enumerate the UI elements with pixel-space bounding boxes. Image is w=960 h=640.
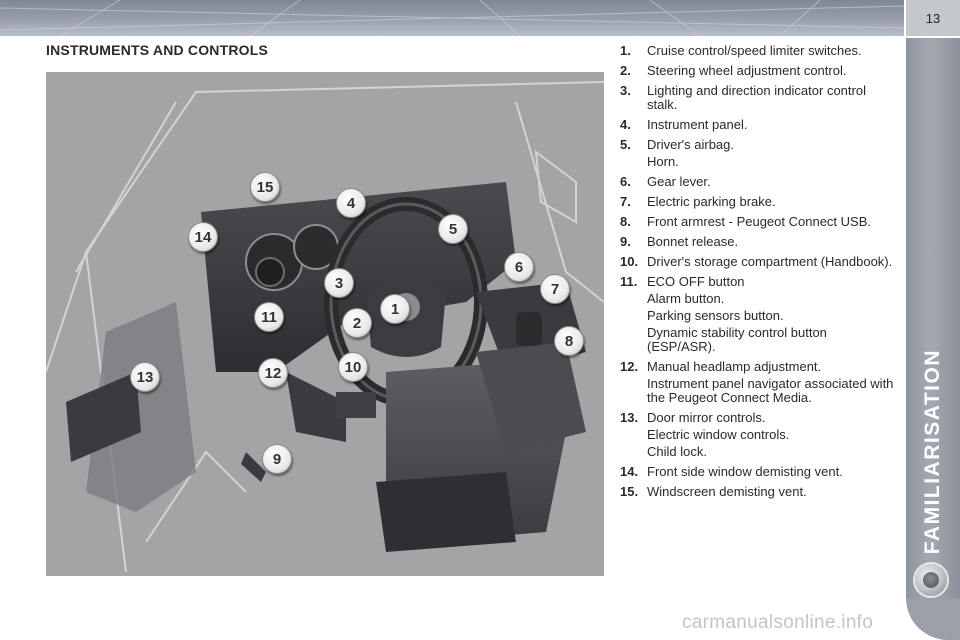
- callout-12: 12: [258, 358, 288, 388]
- legend-number: 3.: [620, 83, 631, 98]
- legend-text: Front side window demisting vent.: [647, 464, 843, 479]
- section-sidebar: [906, 38, 960, 598]
- sidebar-bottom-curve: [906, 598, 960, 640]
- legend-item: 4. Instrument panel.: [620, 118, 896, 132]
- legend-number: 15.: [620, 484, 639, 499]
- section-emblem-icon: [913, 562, 949, 598]
- legend-item: 14. Front side window demisting vent.: [620, 465, 896, 479]
- page-number: 13: [906, 0, 960, 36]
- legend-number: 5.: [620, 137, 631, 152]
- legend-number: 11.: [620, 274, 638, 289]
- cockpit-illustration: 15 4 14 5 6 3 7 1 11 2 8 10 12 13 9: [46, 72, 604, 576]
- legend-number: 14.: [620, 464, 639, 479]
- legend-text: Gear lever.: [647, 174, 711, 189]
- legend-text: Electric window controls.: [647, 427, 790, 442]
- legend-text: Child lock.: [647, 444, 707, 459]
- callout-11: 11: [254, 302, 284, 332]
- legend-item: 3. Lighting and direction indicator cont…: [620, 84, 896, 112]
- legend-text: ECO OFF button: [647, 274, 745, 289]
- legend-item: 5. Driver's airbag. Horn.: [620, 138, 896, 169]
- callout-4: 4: [336, 188, 366, 218]
- controls-legend: 1. Cruise control/speed limiter switches…: [620, 44, 896, 505]
- legend-text: Electric parking brake.: [647, 194, 776, 209]
- callout-13: 13: [130, 362, 160, 392]
- legend-text: Bonnet release.: [647, 234, 739, 249]
- legend-text: Driver's airbag.: [647, 137, 735, 152]
- legend-number: 1.: [620, 43, 631, 58]
- callout-10: 10: [338, 352, 368, 382]
- legend-item: 6. Gear lever.: [620, 175, 896, 189]
- legend-text: Alarm button.: [647, 291, 725, 306]
- legend-text: Manual headlamp adjustment.: [647, 359, 822, 374]
- legend-item: 10. Driver's storage compartment (Handbo…: [620, 255, 896, 269]
- legend-number: 6.: [620, 174, 631, 189]
- legend-number: 13.: [620, 410, 639, 425]
- callout-9: 9: [262, 444, 292, 474]
- legend-item: 7. Electric parking brake.: [620, 195, 896, 209]
- legend-text: Steering wheel adjustment control.: [647, 63, 847, 78]
- callout-2: 2: [342, 308, 372, 338]
- legend-item: 1. Cruise control/speed limiter switches…: [620, 44, 896, 58]
- callout-1: 1: [380, 294, 410, 324]
- callout-15: 15: [250, 172, 280, 202]
- legend-text: Front armrest - Peugeot Connect USB.: [647, 214, 871, 229]
- legend-item: 8. Front armrest - Peugeot Connect USB.: [620, 215, 896, 229]
- legend-text: Cruise control/speed limiter switches.: [647, 43, 862, 58]
- legend-text: Windscreen demisting vent.: [647, 484, 807, 499]
- legend-item: 11. ECO OFF button Alarm button. Parking…: [620, 275, 896, 354]
- legend-text: Instrument panel.: [647, 117, 748, 132]
- legend-number: 7.: [620, 194, 631, 209]
- legend-text: Dynamic stability control button (ESP/AS…: [647, 325, 827, 354]
- section-title: FAMILIARISATION: [921, 348, 944, 554]
- legend-number: 4.: [620, 117, 631, 132]
- legend-text: Driver's storage compartment (Handbook).: [647, 254, 893, 269]
- cockpit-drawing: [46, 81, 604, 573]
- legend-text: Door mirror controls.: [647, 410, 766, 425]
- callout-8: 8: [554, 326, 584, 356]
- legend-item: 15. Windscreen demisting vent.: [620, 485, 896, 499]
- legend-item: 2. Steering wheel adjustment control.: [620, 64, 896, 78]
- callout-7: 7: [540, 274, 570, 304]
- header-decoration: [0, 0, 904, 36]
- legend-number: 8.: [620, 214, 631, 229]
- legend-text: Parking sensors button.: [647, 308, 784, 323]
- callout-3: 3: [324, 268, 354, 298]
- callout-6: 6: [504, 252, 534, 282]
- legend-item: 12. Manual headlamp adjustment. Instrume…: [620, 360, 896, 405]
- legend-text: Instrument panel navigator associated wi…: [647, 376, 894, 405]
- callout-5: 5: [438, 214, 468, 244]
- watermark-text: carmanualsonline.info: [682, 612, 874, 633]
- legend-number: 12.: [620, 359, 639, 374]
- legend-text: Lighting and direction indicator control…: [647, 83, 866, 112]
- legend-number: 9.: [620, 234, 631, 249]
- legend-text: Horn.: [647, 154, 679, 169]
- page-title: INSTRUMENTS AND CONTROLS: [46, 42, 269, 58]
- legend-item: 13. Door mirror controls. Electric windo…: [620, 411, 896, 459]
- legend-number: 10.: [620, 254, 639, 269]
- legend-item: 9. Bonnet release.: [620, 235, 896, 249]
- header-band: [0, 0, 904, 36]
- section-title-container: FAMILIARISATION: [906, 38, 960, 558]
- legend-number: 2.: [620, 63, 631, 78]
- callout-14: 14: [188, 222, 218, 252]
